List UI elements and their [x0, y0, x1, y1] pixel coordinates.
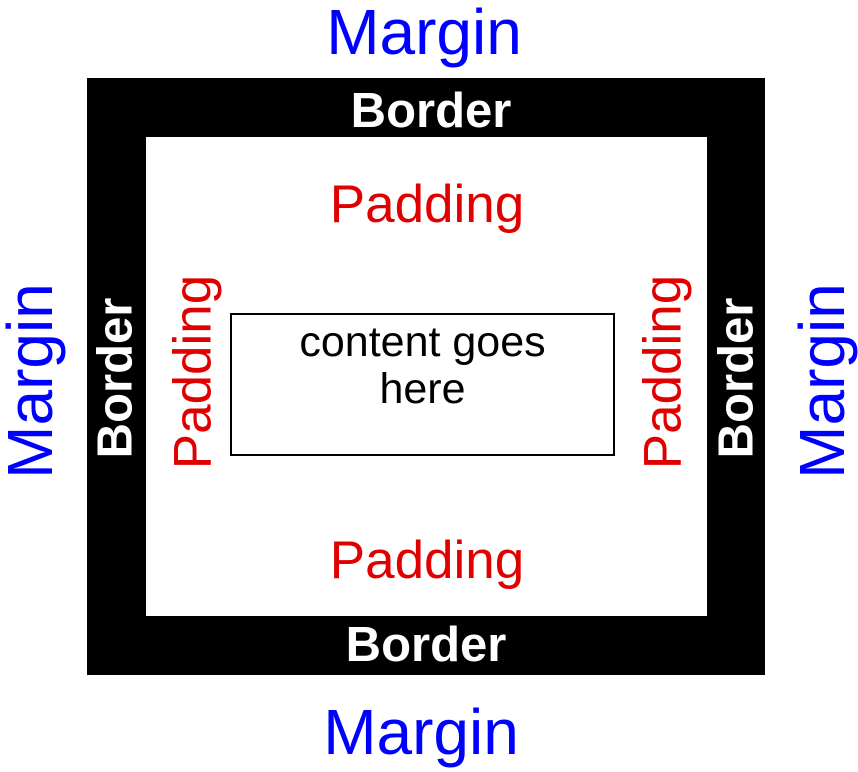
padding-label-bottom: Padding: [329, 531, 525, 590]
border-label-right: Border: [709, 297, 764, 459]
padding-label-right: Padding: [633, 274, 693, 470]
padding-label-top: Padding: [329, 175, 525, 234]
margin-label-bottom: Margin: [323, 696, 519, 768]
border-label-left: Border: [88, 297, 143, 459]
content-area: content goes here: [230, 313, 615, 456]
padding-label-left: Padding: [163, 274, 223, 470]
content-label-line-2: here: [379, 365, 466, 414]
margin-label-top: Margin: [326, 0, 522, 68]
border-label-top: Border: [350, 84, 512, 138]
content-label-line-1: content goes: [299, 318, 546, 366]
margin-label-right: Margin: [786, 283, 858, 479]
margin-label-left: Margin: [0, 283, 66, 479]
border-label-bottom: Border: [345, 618, 507, 672]
content-label: content goes here: [232, 318, 613, 414]
